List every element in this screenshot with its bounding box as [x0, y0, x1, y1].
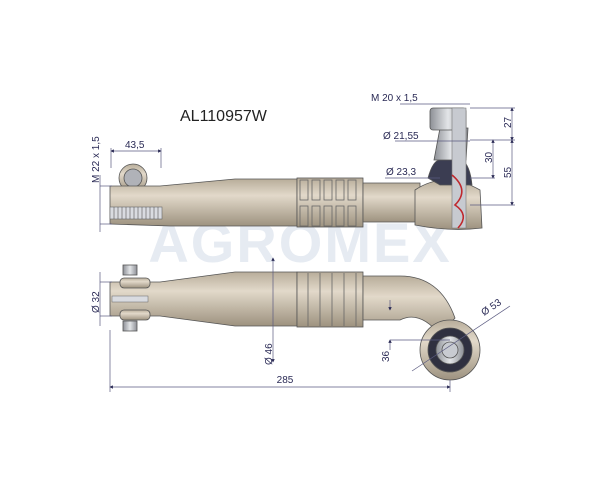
dim-taper-height: 30 — [484, 151, 495, 163]
clamp-nut-top — [122, 264, 138, 276]
top-view-tie-rod-end — [109, 107, 483, 230]
grip-ribs — [296, 177, 364, 228]
part-number-title: AL110957W — [180, 108, 268, 125]
dim-tube-diameter: Ø 46 — [264, 343, 275, 365]
dim-overall-length: 285 — [277, 375, 294, 386]
dim-boot-diameter: Ø 23,3 — [386, 167, 416, 178]
dim-clamp-diameter: Ø 32 — [91, 291, 102, 313]
top-view-dimensions: M 20 x 1,5 Ø 21,55 Ø 23,3 27 30 55 M 22 … — [91, 93, 515, 232]
dim-total-height: 55 — [503, 166, 514, 178]
clamp-nut-bottom — [122, 320, 138, 332]
dim-eye-diameter: Ø 53 — [480, 297, 504, 318]
thread-left — [109, 206, 163, 220]
dim-clamp-length: 43,5 — [125, 140, 145, 151]
dim-stud-diameter: Ø 21,55 — [383, 131, 419, 142]
bottom-view-tie-rod-end — [109, 264, 481, 381]
section-cut — [451, 107, 467, 229]
dim-thread-left: M 22 x 1,5 — [91, 136, 102, 183]
dim-stud-height: 27 — [503, 116, 514, 128]
dim-thread-right: M 20 x 1,5 — [371, 93, 418, 104]
dim-offset: 36 — [381, 350, 392, 362]
